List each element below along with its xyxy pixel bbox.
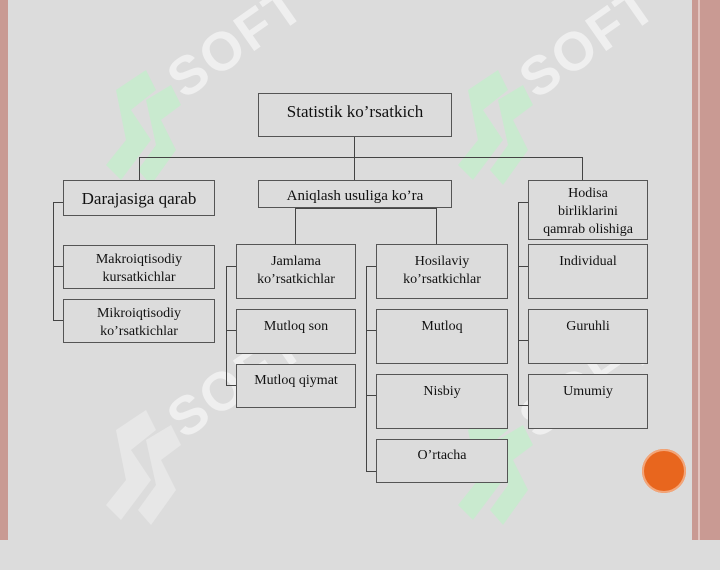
connector-line xyxy=(139,157,583,158)
connector-line xyxy=(226,330,236,331)
level-item-label: Mikroiqtisodiy ko’rsatkichlar xyxy=(96,306,181,340)
coverage-item-label: Umumiy xyxy=(563,384,613,399)
category-level-node: Darajasiga qarab xyxy=(63,180,215,216)
right-frame xyxy=(692,0,720,540)
left-frame xyxy=(0,0,8,540)
connector-line xyxy=(226,266,227,386)
derived-item-label: Mutloq xyxy=(421,319,463,334)
coverage-item-label: Individual xyxy=(559,254,617,269)
aggregate-node: Jamlama ko’rsatkichlar xyxy=(236,244,356,299)
connector-line xyxy=(226,266,236,267)
coverage-item-node: Umumiy xyxy=(528,374,648,429)
connector-line xyxy=(518,202,528,203)
category-level-label: Darajasiga qarab xyxy=(81,189,197,208)
level-item-node: Makroiqtisodiy kursatkichlar xyxy=(63,245,215,289)
derived-item-node: O’rtacha xyxy=(376,439,508,483)
level-item-label: Makroiqtisodiy kursatkichlar xyxy=(95,252,183,286)
derived-node: Hosilaviy ko’rsatkichlar xyxy=(376,244,508,299)
aggregate-item-label: Mutloq qiymat xyxy=(254,373,338,388)
connector-line xyxy=(53,320,63,321)
coverage-item-node: Guruhli xyxy=(528,309,648,364)
derived-item-label: O’rtacha xyxy=(417,448,467,463)
connector-line xyxy=(582,157,583,180)
connector-line xyxy=(295,208,437,209)
derived-label: Hosilaviy ko’rsatkichlar xyxy=(403,254,481,288)
connector-line xyxy=(354,157,355,180)
soft-logo-icon xyxy=(458,70,533,185)
category-method-node: Aniqlash usuliga ko’ra xyxy=(258,180,452,208)
root-node: Statistik ko’rsatkich xyxy=(258,93,452,137)
connector-line xyxy=(518,202,519,406)
connector-line xyxy=(518,340,528,341)
watermark-logo: SOFT xyxy=(448,0,667,230)
connector-line xyxy=(366,266,367,472)
connector-line xyxy=(518,266,528,267)
coverage-item-node: Individual xyxy=(528,244,648,299)
connector-line xyxy=(366,330,376,331)
orange-circle-decoration xyxy=(642,449,686,493)
connector-line xyxy=(139,157,140,180)
connector-line xyxy=(366,266,376,267)
derived-item-node: Nisbiy xyxy=(376,374,508,429)
category-coverage-node: Hodisa birliklarini qamrab olishiga xyxy=(528,180,648,240)
slide: SOFT SOFT SOFT SOFT xyxy=(8,0,692,540)
level-item-node: Mikroiqtisodiy ko’rsatkichlar xyxy=(63,299,215,343)
soft-logo-icon xyxy=(106,70,181,185)
connector-line xyxy=(295,208,296,244)
derived-item-label: Nisbiy xyxy=(423,384,461,399)
connector-line xyxy=(53,266,63,267)
aggregate-item-node: Mutloq qiymat xyxy=(236,364,356,408)
coverage-item-label: Guruhli xyxy=(566,319,610,334)
connector-line xyxy=(53,202,63,203)
aggregate-item-label: Mutloq son xyxy=(263,319,329,334)
connector-line xyxy=(518,405,528,406)
aggregate-item-node: Mutloq son xyxy=(236,309,356,354)
watermark-text: SOFT xyxy=(508,0,668,110)
category-method-label: Aniqlash usuliga ko’ra xyxy=(286,188,424,204)
watermark-logo: SOFT xyxy=(448,314,667,570)
derived-item-node: Mutloq xyxy=(376,309,508,364)
connector-line xyxy=(53,202,54,320)
connector-line xyxy=(226,385,236,386)
soft-logo-icon xyxy=(106,410,181,525)
connector-line xyxy=(436,208,437,244)
watermark-logo: SOFT xyxy=(96,314,315,570)
connector-line xyxy=(354,137,355,158)
category-coverage-label: Hodisa birliklarini qamrab olishiga xyxy=(543,186,633,238)
connector-line xyxy=(366,395,376,396)
watermark-logo: SOFT xyxy=(96,0,315,230)
connector-line xyxy=(366,471,376,472)
aggregate-label: Jamlama ko’rsatkichlar xyxy=(257,254,335,288)
root-label: Statistik ko’rsatkich xyxy=(286,102,424,121)
